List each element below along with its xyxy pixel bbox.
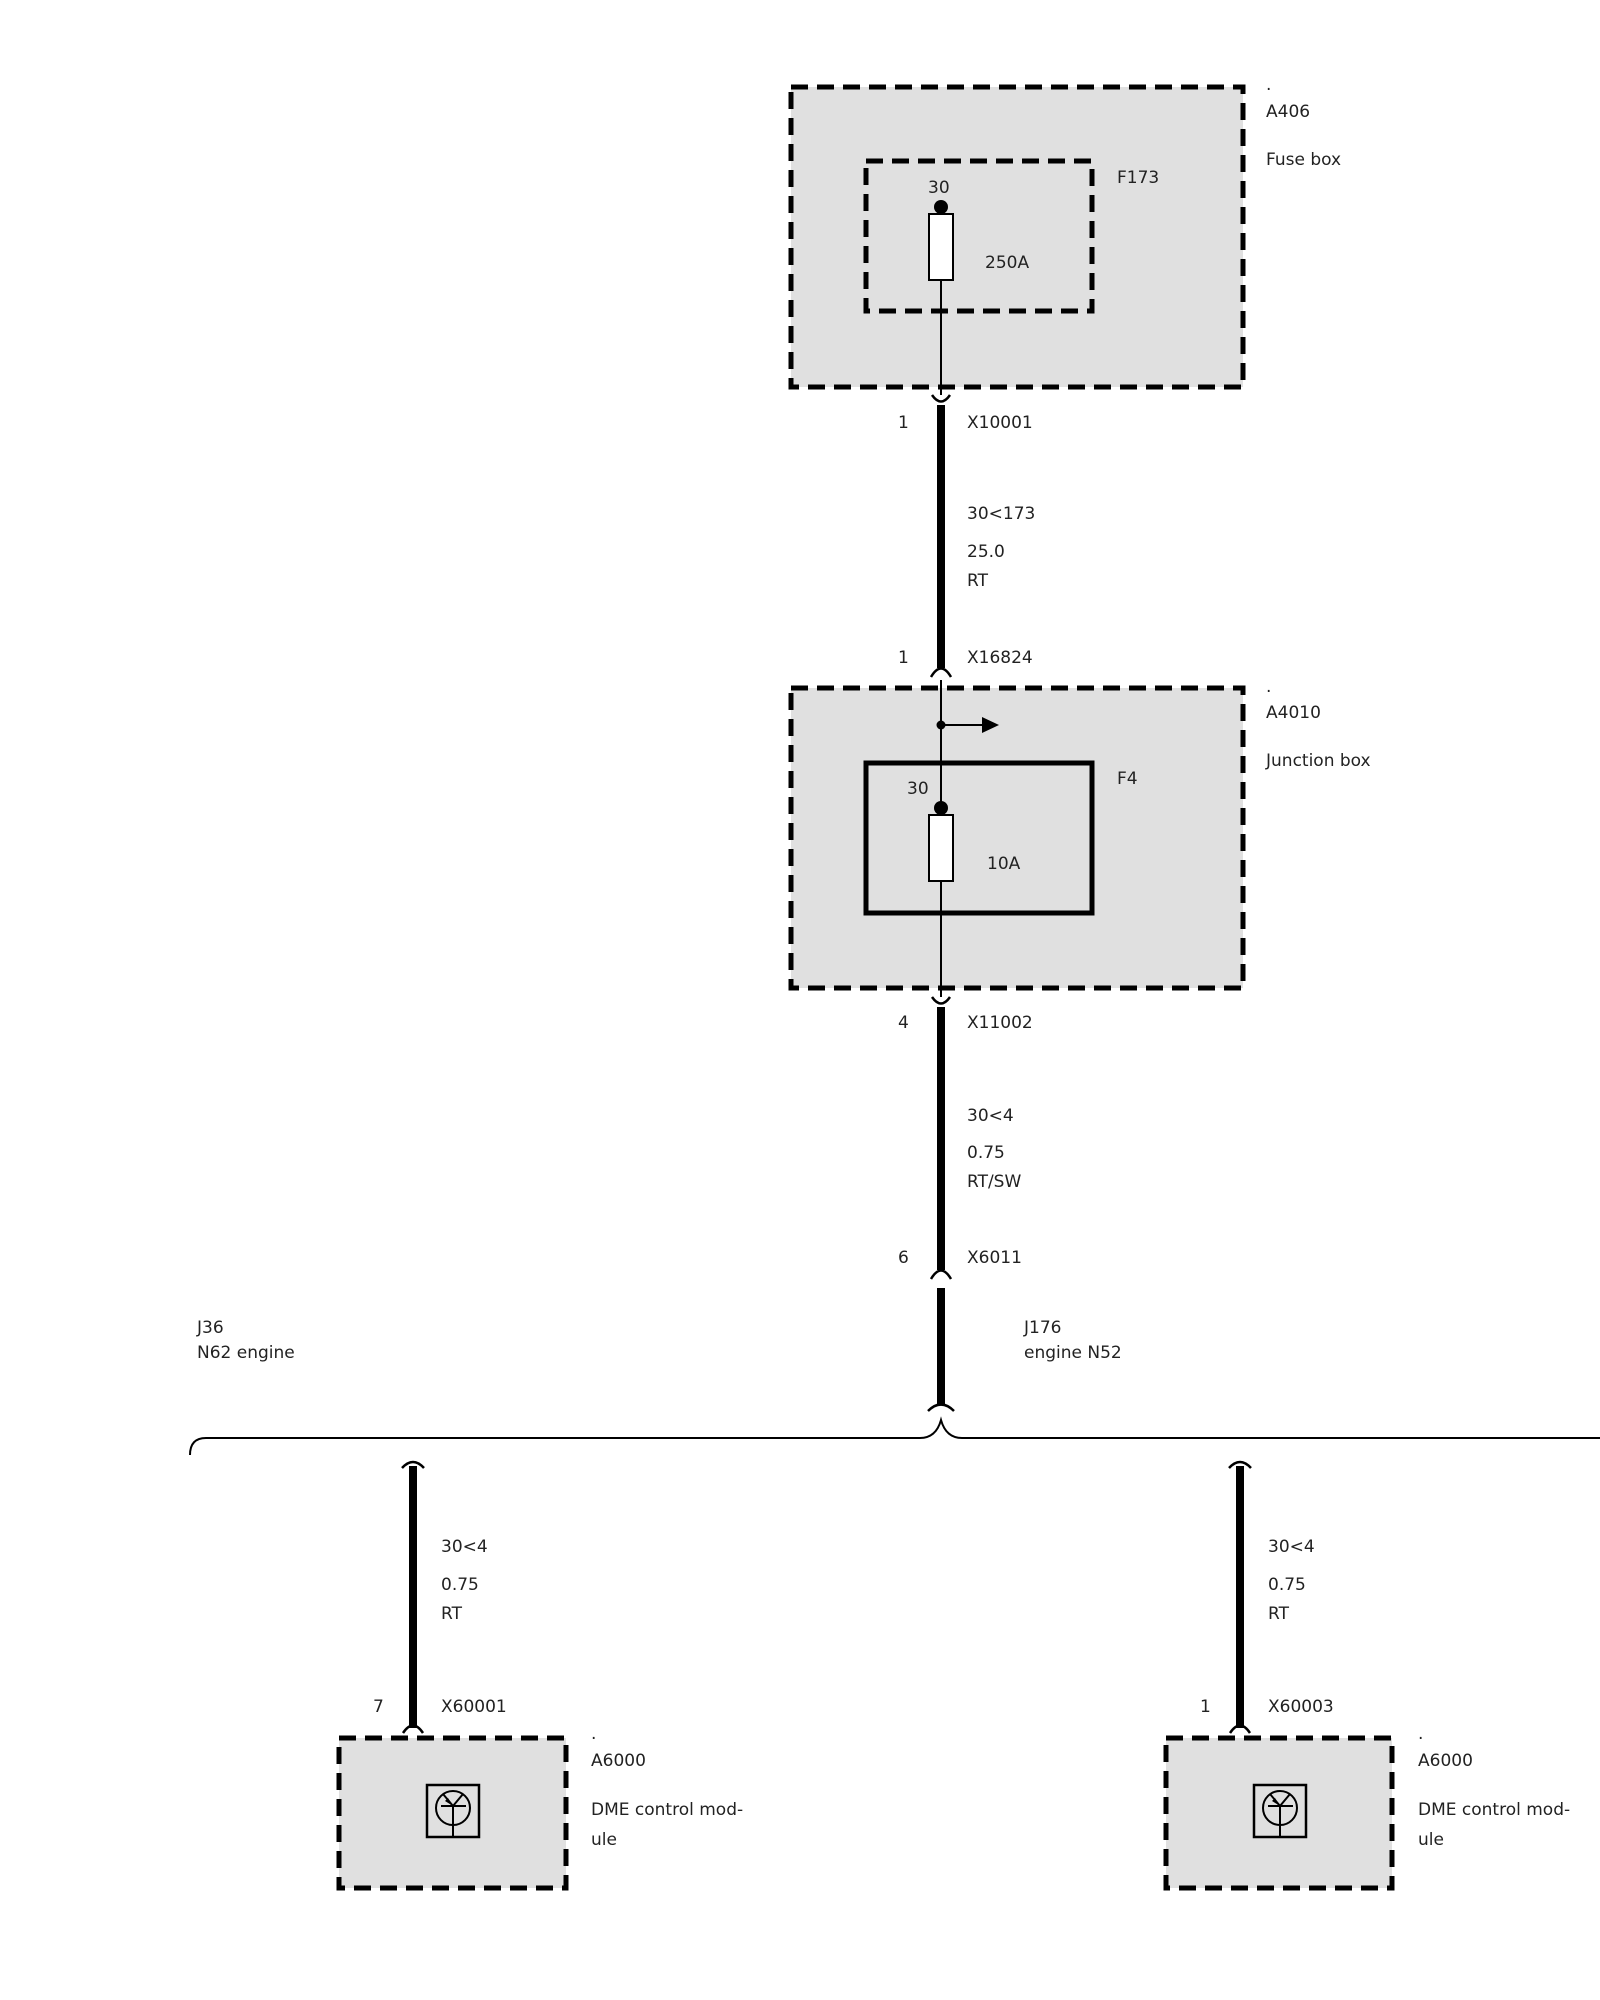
connector-x10001-pin: 1 <box>898 413 909 433</box>
connector-x10001-id: X10001 <box>967 413 1033 433</box>
connector-x11002-symbol <box>930 996 952 1005</box>
branch-left: 30<4 0.75 RT 7 X60001 . A6000 DME contro… <box>336 1460 743 1891</box>
fuse-f173-id: F173 <box>1117 168 1159 188</box>
fuse-box-id: A406 <box>1266 102 1310 122</box>
variant-split-connector <box>927 1403 955 1412</box>
variant-brace <box>189 1416 1600 1456</box>
connector-x10001-symbol <box>930 394 952 403</box>
branch-right: 30<4 0.75 RT 1 X60003 . A6000 DME contro… <box>1163 1460 1570 1891</box>
fuse-box-dot: . <box>1266 75 1271 95</box>
junction-box-dot: . <box>1266 677 1271 697</box>
module-right-name-line1: DME control mod- <box>1418 1800 1570 1820</box>
fuse-f173-outline <box>863 158 1095 314</box>
fuse-f4-terminal: 30 <box>907 779 929 799</box>
variant-right-code: J176 <box>1023 1318 1061 1338</box>
connector-x60003-pin: 1 <box>1200 1697 1211 1717</box>
variant-split: J36 N62 engine J176 engine N52 <box>189 1288 1600 1456</box>
branch-right-circuit: 30<4 <box>1268 1537 1315 1557</box>
continuation-arrow-icon <box>982 717 999 733</box>
module-left-name-line1: DME control mod- <box>591 1800 743 1820</box>
fuse-f173-terminal: 30 <box>928 178 950 198</box>
connector-x6011-pin: 6 <box>898 1248 909 1268</box>
fuse-f173-rating: 250A <box>985 253 1029 273</box>
fuse-box-name: Fuse box <box>1266 150 1341 170</box>
connector-x11002-id: X11002 <box>967 1013 1033 1033</box>
wire-30-173-size: 25.0 <box>967 542 1005 562</box>
junction-box-a4010: . A4010 Junction box F4 30 10A <box>788 677 1371 997</box>
fuse-f4-element <box>928 814 954 882</box>
module-right-id: A6000 <box>1418 1751 1473 1771</box>
wire-30-4: 4 X11002 30<4 0.75 RT/SW 6 X6011 <box>898 996 1033 1280</box>
connector-x60003-id: X60003 <box>1268 1697 1334 1717</box>
junction-box-id: A4010 <box>1266 703 1321 723</box>
fuse-f4-rating: 10A <box>987 854 1021 874</box>
fuse-box-a406: . A406 Fuse box F173 30 250A <box>788 75 1341 395</box>
wire-30-4-circuit: 30<4 <box>967 1106 1014 1126</box>
branch-left-circuit: 30<4 <box>441 1537 488 1557</box>
connector-x60003-symbol <box>1228 1724 1252 1734</box>
connector-x60001-id: X60001 <box>441 1697 507 1717</box>
branch-left-size: 0.75 <box>441 1575 479 1595</box>
module-right-dot: . <box>1418 1724 1423 1744</box>
fuse-f4-outline <box>863 760 1095 916</box>
module-right-name-line2: ule <box>1418 1830 1444 1850</box>
connector-x11002-pin: 4 <box>898 1013 909 1033</box>
branch-left-top-connector <box>401 1460 425 1469</box>
fuse-f4-terminal-dot <box>934 801 948 815</box>
transistor-icon <box>425 1783 481 1839</box>
connector-x16824-symbol <box>929 667 953 678</box>
branch-right-color: RT <box>1268 1604 1290 1624</box>
connector-x6011-id: X6011 <box>967 1248 1022 1268</box>
wire-30-4-size: 0.75 <box>967 1143 1005 1163</box>
junction-box-outline <box>788 685 1246 991</box>
module-left-dot: . <box>591 1724 596 1744</box>
wire-30-4-color: RT/SW <box>967 1172 1021 1192</box>
fuse-f4-id: F4 <box>1117 769 1138 789</box>
fuse-box-outline <box>788 84 1246 390</box>
connector-x60001-pin: 7 <box>373 1697 384 1717</box>
wire-30-173-color: RT <box>967 571 989 591</box>
variant-right-desc: engine N52 <box>1024 1343 1122 1363</box>
module-left-id: A6000 <box>591 1751 646 1771</box>
branch-right-size: 0.75 <box>1268 1575 1306 1595</box>
branch-left-color: RT <box>441 1604 463 1624</box>
connector-x16824-pin: 1 <box>898 648 909 668</box>
connector-x60001-symbol <box>401 1724 425 1734</box>
fuse-f173-terminal-dot <box>934 200 948 214</box>
fuse-f173-element <box>928 213 954 281</box>
branch-right-top-connector <box>1228 1460 1252 1469</box>
module-left-name-line2: ule <box>591 1830 617 1850</box>
wire-30-173: 1 X10001 30<173 25.0 RT 1 X16824 <box>898 394 1035 678</box>
connector-x16824-id: X16824 <box>967 648 1033 668</box>
variant-left-code: J36 <box>196 1318 224 1338</box>
junction-box-name: Junction box <box>1265 751 1371 771</box>
variant-left-desc: N62 engine <box>197 1343 295 1363</box>
transistor-icon <box>1252 1783 1308 1839</box>
wire-30-173-circuit: 30<173 <box>967 504 1035 524</box>
connector-x6011-symbol <box>929 1269 953 1280</box>
